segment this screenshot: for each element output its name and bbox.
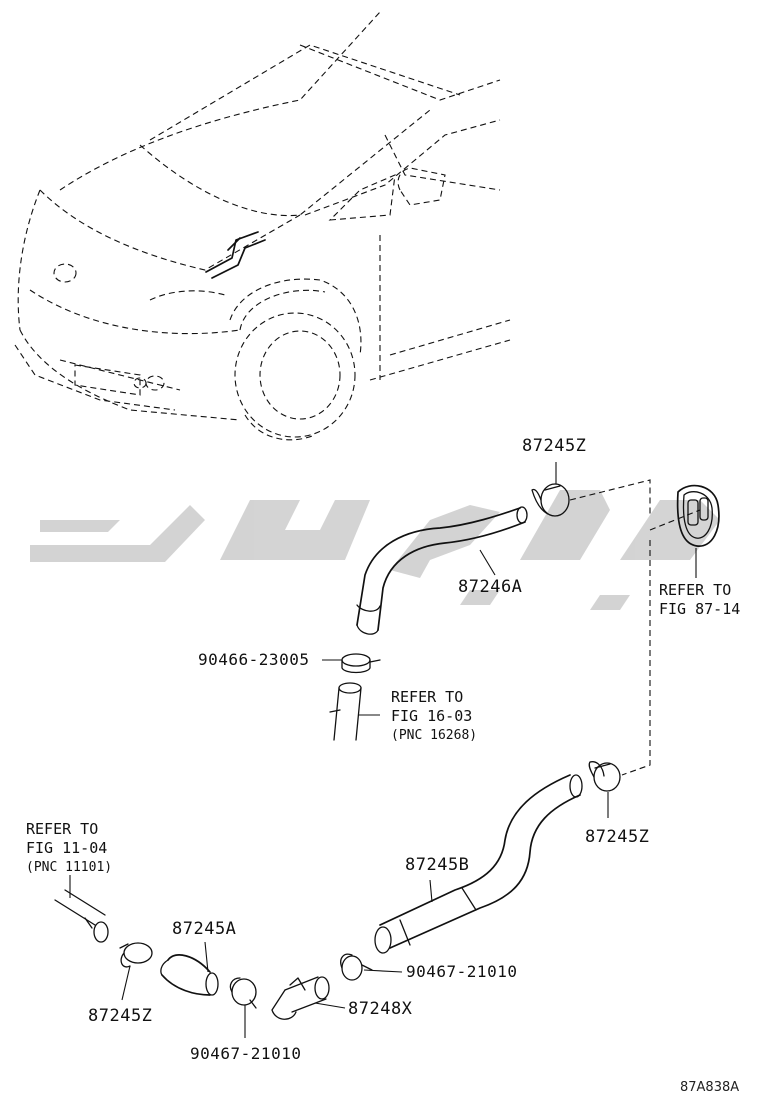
joint-part: [271, 976, 330, 1020]
clip-upper: [341, 653, 381, 674]
hose-upper: [356, 506, 528, 635]
ref-line: REFER TO: [391, 688, 464, 706]
hose-small: [160, 954, 219, 996]
pipe-stub-upper: [329, 682, 362, 741]
label-clip-lower-right: 90467-21010: [406, 962, 518, 981]
ref-line: FIG 11-04: [26, 839, 108, 857]
label-clamp-lower-left: 87245Z: [88, 1006, 153, 1026]
pipe-stub-left: [54, 889, 109, 943]
vehicle-outline: [14, 11, 511, 421]
label-hose-upper: 87246A: [458, 577, 523, 597]
label-clip-upper: 90466-23005: [198, 650, 310, 669]
hose-lower: [374, 774, 583, 954]
ref-line: REFER TO: [659, 581, 732, 599]
ref-pnc: (PNC 16268): [391, 728, 478, 743]
clamp-lower-left: [119, 942, 153, 968]
label-joint: 87248X: [348, 999, 413, 1019]
ref-line: FIG 16-03: [391, 707, 473, 725]
grommet-right: [676, 484, 720, 547]
watermark-logo: [30, 490, 720, 610]
diagram-code: 87A838A: [680, 1080, 740, 1095]
label-hose-small: 87245A: [172, 919, 237, 939]
clamp-top: [531, 483, 570, 517]
hose-location-highlight: [205, 231, 266, 279]
leader-lines: [69, 462, 697, 1038]
ref-line: REFER TO: [26, 820, 99, 838]
clamp-right: [588, 761, 621, 792]
ref-fig-11-04: REFER TO FIG 11-04 (PNC 11101): [26, 820, 112, 877]
label-clamp-top: 87245Z: [522, 436, 587, 456]
ref-line: FIG 87-14: [659, 600, 741, 618]
ref-fig-87-14: REFER TO FIG 87-14: [659, 581, 740, 619]
ref-fig-16-03: REFER TO FIG 16-03 (PNC 16268): [391, 688, 477, 745]
label-hose-lower: 87245B: [405, 855, 470, 875]
ref-pnc: (PNC 11101): [26, 860, 113, 875]
clip-bottom: [229, 977, 257, 1009]
label-clamp-right: 87245Z: [585, 827, 650, 847]
label-clip-bottom: 90467-21010: [190, 1044, 302, 1063]
wheel: [234, 312, 356, 441]
clip-lower-right: [340, 953, 373, 981]
